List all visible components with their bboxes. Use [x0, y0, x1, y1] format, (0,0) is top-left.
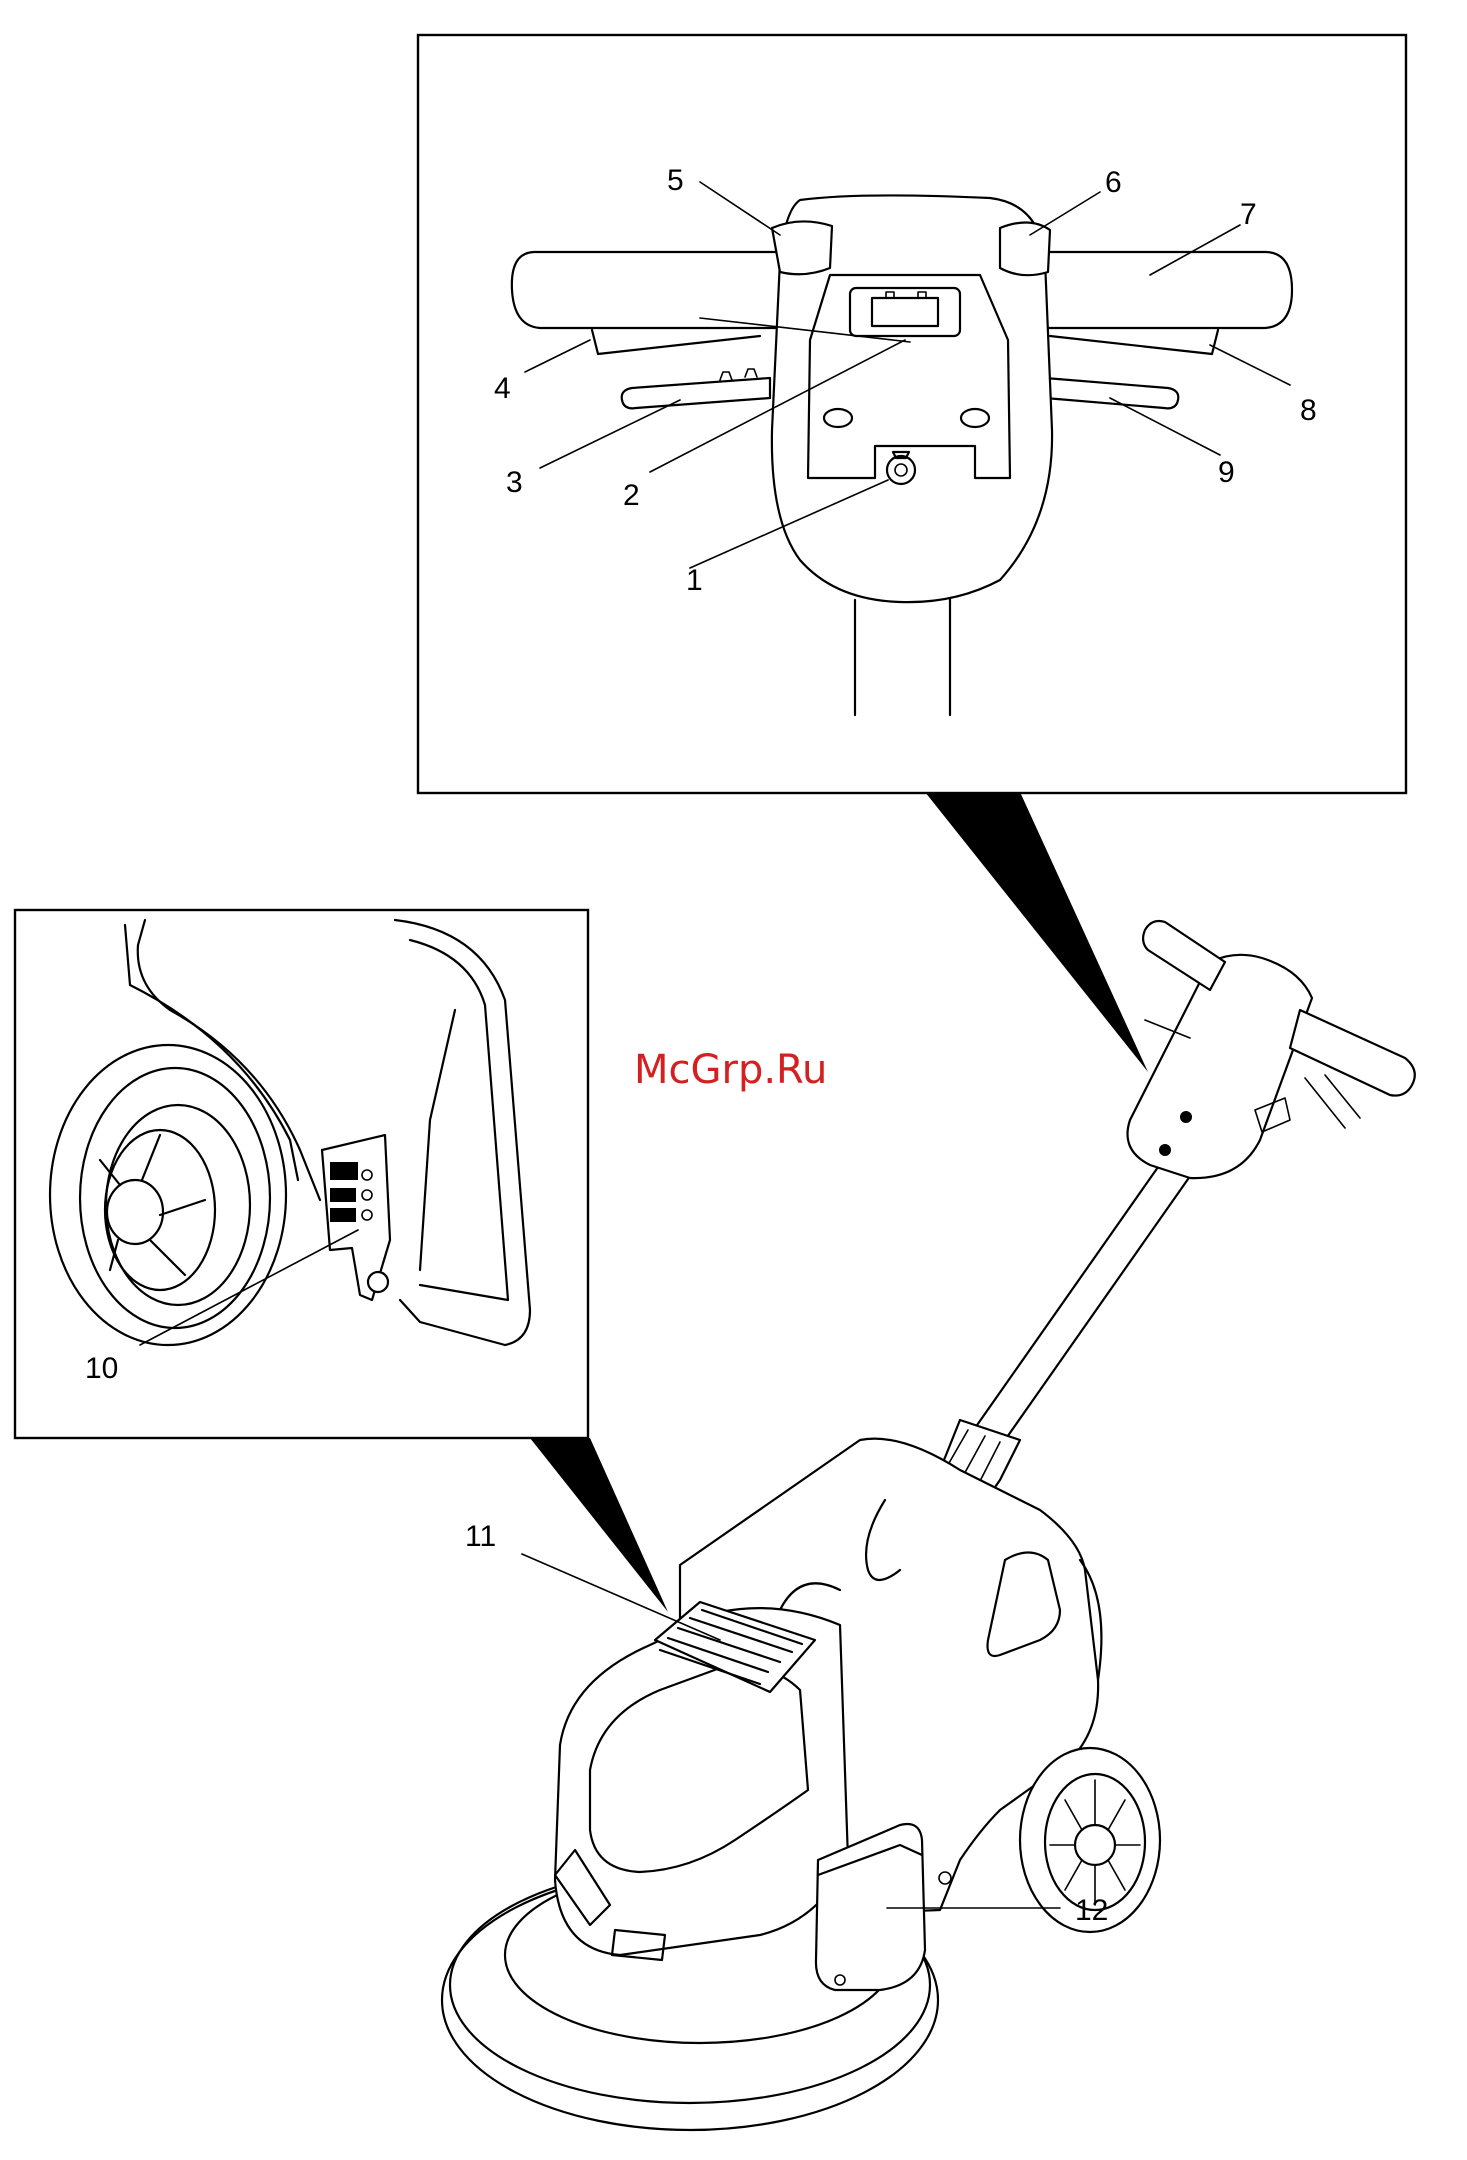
top-inset-pointer: [925, 792, 1148, 1072]
right-cap: [1000, 222, 1050, 275]
callout-5: 5: [667, 164, 684, 197]
callout-7: 7: [1240, 198, 1257, 231]
callout-3: 3: [506, 466, 523, 499]
callout-10: 10: [85, 1352, 118, 1385]
callout-2: 2: [623, 479, 640, 512]
left-grip: [512, 252, 790, 328]
callout-11: 11: [465, 1520, 496, 1553]
callout-6: 6: [1105, 166, 1122, 199]
handle-head: [1128, 955, 1313, 1178]
handle-tube: [975, 1150, 1200, 1440]
left-inset-pointer: [530, 1438, 668, 1612]
handle-detail-inset: [418, 35, 1406, 793]
handle-indicator-2: [1159, 1144, 1171, 1156]
plate-badge: [330, 1162, 358, 1180]
right-grip: [1030, 252, 1292, 328]
wheel-hub: [107, 1180, 163, 1244]
handle-grip-rear: [1143, 921, 1225, 990]
callout-12: 12: [1075, 1894, 1108, 1927]
handle-indicator-1: [1180, 1111, 1192, 1123]
callout-4: 4: [494, 372, 511, 405]
power-connector: [850, 288, 960, 336]
plate-switch-2: [330, 1208, 356, 1222]
plate-switch-1: [330, 1188, 356, 1202]
left-cap: [772, 221, 832, 274]
plate-bolt: [368, 1272, 388, 1292]
callout-9: 9: [1218, 456, 1235, 489]
callout-1: 1: [686, 564, 703, 597]
callout-8: 8: [1300, 394, 1317, 427]
watermark-text: McGrp.Ru: [634, 1047, 827, 1093]
